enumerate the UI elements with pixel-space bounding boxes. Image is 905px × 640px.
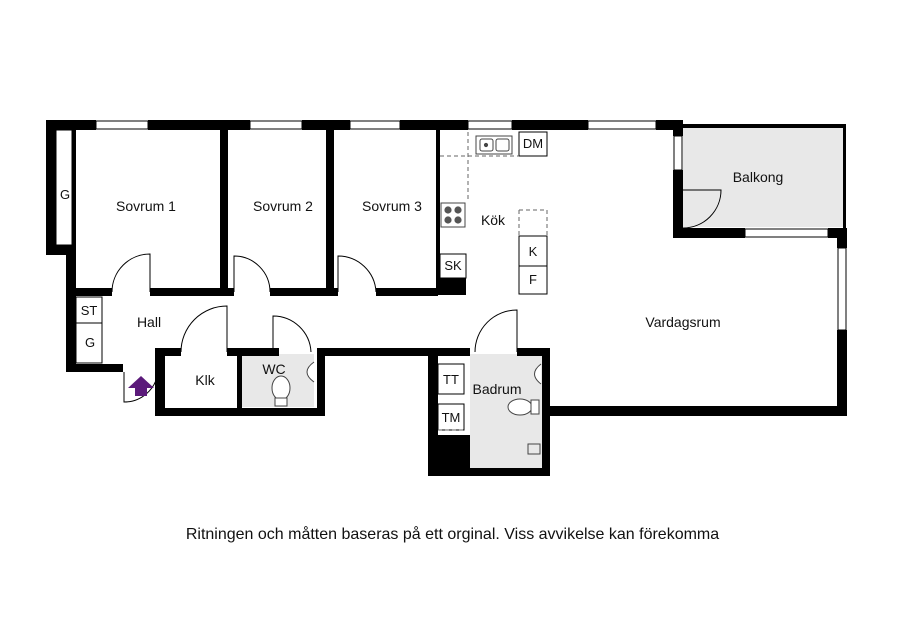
room-label-kok: Kök [481,212,506,228]
room-label-hall: Hall [137,314,161,330]
room-label-sovrum2: Sovrum 2 [253,198,313,214]
walls [46,120,847,476]
room-label-wc: WC [262,361,285,377]
toilet-icon [507,398,540,416]
interior-walls [72,128,466,296]
stove-icon [440,202,466,228]
room-label-sovrum1: Sovrum 1 [116,198,176,214]
fixture-label-g-top: G [60,187,70,202]
room-label-klk: Klk [195,372,215,388]
fixture-label-tt: TT [443,372,459,387]
fixture-label-tm: TM [442,410,461,425]
disclaimer-text: Ritningen och måtten baseras på ett orgi… [185,526,720,543]
room-label-balkong: Balkong [733,169,784,185]
room-label-vardagsrum: Vardagsrum [645,314,720,330]
shower-icon [527,443,541,455]
room-label-badrum: Badrum [472,381,521,397]
entrance-arrow-icon [128,376,154,396]
kitchen-counter [438,132,548,431]
windows [95,120,847,331]
fixture-label-k: K [529,244,538,259]
sink-icon [475,135,513,155]
room-label-sovrum3: Sovrum 3 [362,198,422,214]
balkong-floor [683,127,843,227]
fixture-label-f: F [529,272,537,287]
fixture-label-g-bottom: G [85,335,95,350]
fixture-label-dm: DM [523,136,543,151]
washbasin-icon [306,361,542,385]
fixture-label-sk: SK [444,258,462,273]
toilet-icon [271,375,291,407]
fixture-label-st: ST [81,303,98,318]
doors [111,189,722,403]
closets [55,129,548,431]
